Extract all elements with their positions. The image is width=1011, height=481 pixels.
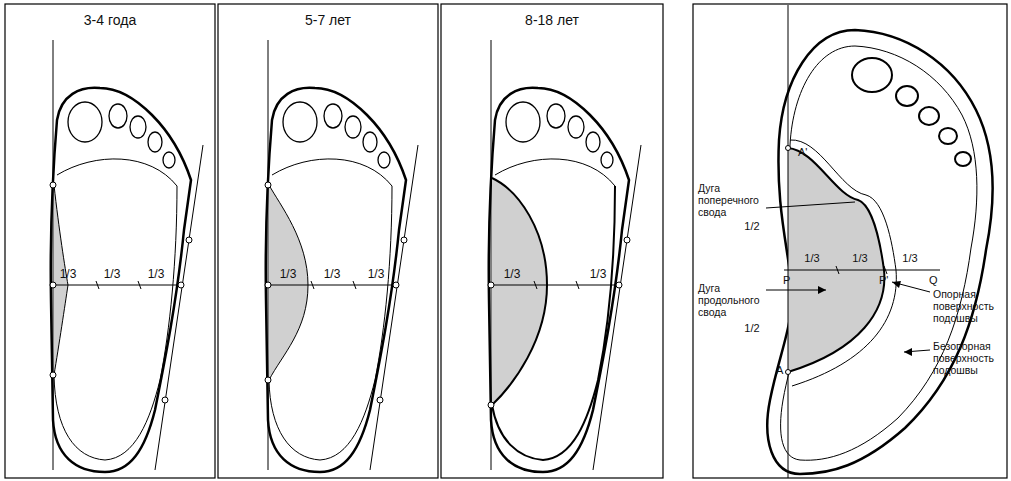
- point-label: A: [776, 364, 783, 377]
- callout-text: Дуга поперечного свода: [698, 182, 766, 218]
- point-label: P: [783, 274, 790, 287]
- fraction: 1/3: [60, 268, 77, 282]
- fraction: 1/3: [504, 268, 521, 282]
- fraction: 1/3: [902, 252, 917, 265]
- foot-5-7: [265, 40, 418, 472]
- callout-text: Дуга продольного свода: [698, 282, 764, 318]
- age-title: 3-4 года: [84, 12, 136, 28]
- foot-scheme: [766, 5, 993, 478]
- fraction: 1/2: [744, 322, 759, 335]
- fraction: 1/3: [852, 252, 867, 265]
- point-label: P': [879, 274, 888, 287]
- point-label: Q: [929, 274, 938, 287]
- fraction: 1/3: [280, 268, 297, 282]
- fraction: 1/3: [804, 252, 819, 265]
- fraction: 1/3: [148, 268, 165, 282]
- foot-8-18: [488, 40, 641, 472]
- foot-3-4: [50, 40, 203, 472]
- fraction: 1/2: [744, 220, 759, 233]
- callout-text: Опорная поверхность подошвы: [933, 288, 1005, 324]
- age-title: 5-7 лет: [305, 12, 351, 28]
- point-label: A': [798, 146, 807, 159]
- fraction: 1/3: [324, 268, 341, 282]
- fraction: 1/3: [104, 268, 121, 282]
- callout-text: Безопорная поверхность подошвы: [933, 340, 1005, 376]
- fraction: 1/3: [368, 268, 385, 282]
- age-title: 8-18 лет: [525, 12, 579, 28]
- fraction: 1/3: [590, 268, 607, 282]
